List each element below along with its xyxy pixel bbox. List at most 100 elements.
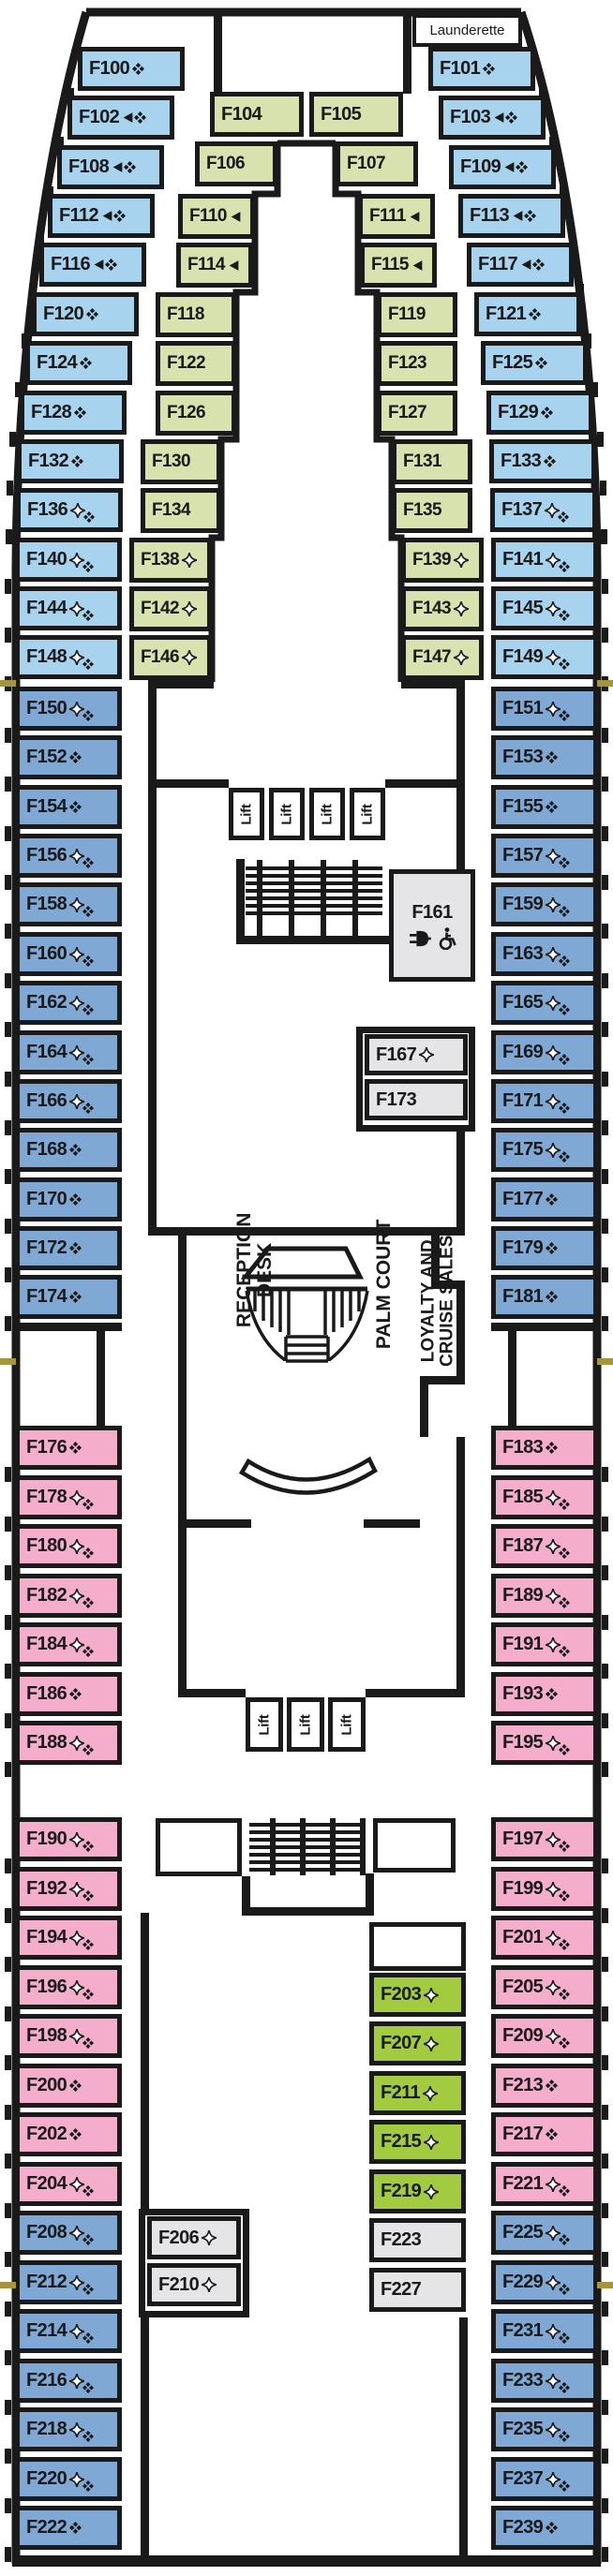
cabin-F105[interactable]: F105 <box>309 92 403 137</box>
cabin-F161[interactable]: F161 <box>389 869 475 982</box>
cabin-F111[interactable]: F111 <box>358 194 435 239</box>
cabin-F220[interactable]: F220 <box>15 2457 122 2501</box>
cabin-F131[interactable]: F131 <box>392 439 472 484</box>
cabin-F135[interactable]: F135 <box>392 488 472 533</box>
cabin-F189[interactable]: F189 <box>491 1574 598 1618</box>
cabin-F126[interactable]: F126 <box>156 391 236 436</box>
cabin-F107[interactable]: F107 <box>336 141 418 186</box>
cabin-F184[interactable]: F184 <box>15 1622 122 1666</box>
cabin-F164[interactable]: F164 <box>15 1030 122 1074</box>
cabin-F179[interactable]: F179 <box>491 1226 598 1270</box>
cabin-F239[interactable]: F239 <box>491 2506 598 2550</box>
cabin-F180[interactable]: F180 <box>15 1524 122 1568</box>
cabin-F103[interactable]: F103 <box>439 96 546 140</box>
cabin-F190[interactable]: F190 <box>15 1817 122 1861</box>
cabin-F148[interactable]: F148 <box>15 635 122 679</box>
cabin-F122[interactable]: F122 <box>156 341 236 386</box>
cabin-F155[interactable]: F155 <box>491 785 598 829</box>
cabin-F172[interactable]: F172 <box>15 1226 122 1270</box>
cabin-F212[interactable]: F212 <box>15 2260 122 2304</box>
cabin-F222[interactable]: F222 <box>15 2506 122 2550</box>
cabin-F109[interactable]: F109 <box>449 145 556 189</box>
cabin-F158[interactable]: F158 <box>15 882 122 926</box>
cabin-F167[interactable]: F167 <box>365 1034 468 1075</box>
cabin-F150[interactable]: F150 <box>15 687 122 731</box>
cabin-F137[interactable]: F137 <box>490 488 597 532</box>
cabin-F149[interactable]: F149 <box>491 635 598 679</box>
cabin-F166[interactable]: F166 <box>15 1079 122 1123</box>
cabin-F115[interactable]: F115 <box>360 243 437 288</box>
cabin-F181[interactable]: F181 <box>491 1275 598 1319</box>
cabin-F152[interactable]: F152 <box>15 735 122 779</box>
cabin-F197[interactable]: F197 <box>491 1817 598 1861</box>
cabin-F173[interactable]: F173 <box>365 1079 468 1120</box>
cabin-F106[interactable]: F106 <box>195 141 277 186</box>
cabin-F208[interactable]: F208 <box>15 2211 122 2255</box>
cabin-F127[interactable]: F127 <box>377 391 457 436</box>
cabin-F104[interactable]: F104 <box>210 92 304 137</box>
cabin-F221[interactable]: F221 <box>491 2162 598 2206</box>
cabin-F231[interactable]: F231 <box>491 2309 598 2353</box>
cabin-F188[interactable]: F188 <box>15 1721 122 1765</box>
cabin-F119[interactable]: F119 <box>377 292 457 337</box>
cabin-F151[interactable]: F151 <box>491 687 598 731</box>
cabin-F113[interactable]: F113 <box>458 194 565 238</box>
cabin-F159[interactable]: F159 <box>491 882 598 926</box>
cabin-F219[interactable]: F219 <box>369 2169 466 2213</box>
cabin-F203[interactable]: F203 <box>369 1973 466 2017</box>
cabin-F206[interactable]: F206 <box>147 2216 241 2259</box>
cabin-F125[interactable]: F125 <box>481 341 588 385</box>
cabin-F153[interactable]: F153 <box>491 735 598 779</box>
cabin-F198[interactable]: F198 <box>15 2014 122 2058</box>
cabin-F207[interactable]: F207 <box>369 2021 466 2065</box>
cabin-F176[interactable]: F176 <box>15 1426 122 1470</box>
cabin-F139[interactable]: F139 <box>401 538 484 583</box>
cabin-F100[interactable]: F100 <box>78 47 185 91</box>
cabin-F201[interactable]: F201 <box>491 1916 598 1960</box>
cabin-F178[interactable]: F178 <box>15 1475 122 1519</box>
cabin-F141[interactable]: F141 <box>491 538 598 582</box>
cabin-F225[interactable]: F225 <box>491 2211 598 2255</box>
cabin-F216[interactable]: F216 <box>15 2359 122 2403</box>
cabin-F165[interactable]: F165 <box>491 981 598 1025</box>
cabin-F147[interactable]: F147 <box>401 635 484 680</box>
cabin-F114[interactable]: F114 <box>176 243 253 288</box>
cabin-F163[interactable]: F163 <box>491 932 598 976</box>
cabin-F116[interactable]: F116 <box>39 243 146 287</box>
cabin-F154[interactable]: F154 <box>15 785 122 829</box>
cabin-F185[interactable]: F185 <box>491 1475 598 1519</box>
cabin-F121[interactable]: F121 <box>474 292 581 336</box>
cabin-F156[interactable]: F156 <box>15 834 122 878</box>
cabin-F195[interactable]: F195 <box>491 1721 598 1765</box>
cabin-F162[interactable]: F162 <box>15 981 122 1025</box>
cabin-F157[interactable]: F157 <box>491 834 598 878</box>
cabin-F192[interactable]: F192 <box>15 1867 122 1911</box>
cabin-F211[interactable]: F211 <box>369 2071 466 2115</box>
cabin-F213[interactable]: F213 <box>491 2064 598 2108</box>
cabin-F187[interactable]: F187 <box>491 1524 598 1568</box>
cabin-F129[interactable]: F129 <box>486 391 593 435</box>
cabin-F227[interactable]: F227 <box>369 2268 466 2312</box>
cabin-F183[interactable]: F183 <box>491 1426 598 1470</box>
cabin-F202[interactable]: F202 <box>15 2112 122 2156</box>
cabin-F191[interactable]: F191 <box>491 1622 598 1666</box>
cabin-F169[interactable]: F169 <box>491 1030 598 1074</box>
cabin-F237[interactable]: F237 <box>491 2457 598 2501</box>
cabin-F146[interactable]: F146 <box>129 635 212 680</box>
cabin-F170[interactable]: F170 <box>15 1177 122 1221</box>
cabin-F110[interactable]: F110 <box>178 194 255 239</box>
cabin-F177[interactable]: F177 <box>491 1177 598 1221</box>
cabin-F142[interactable]: F142 <box>129 586 212 631</box>
cabin-F168[interactable]: F168 <box>15 1128 122 1172</box>
cabin-F124[interactable]: F124 <box>25 341 132 385</box>
cabin-F215[interactable]: F215 <box>369 2120 466 2164</box>
cabin-F200[interactable]: F200 <box>15 2064 122 2108</box>
cabin-F223[interactable]: F223 <box>369 2218 466 2262</box>
cabin-F132[interactable]: F132 <box>17 439 124 483</box>
cabin-F218[interactable]: F218 <box>15 2407 122 2451</box>
cabin-F133[interactable]: F133 <box>489 439 596 483</box>
cabin-F235[interactable]: F235 <box>491 2407 598 2451</box>
cabin-F160[interactable]: F160 <box>15 932 122 976</box>
cabin-F233[interactable]: F233 <box>491 2359 598 2403</box>
cabin-F204[interactable]: F204 <box>15 2162 122 2206</box>
